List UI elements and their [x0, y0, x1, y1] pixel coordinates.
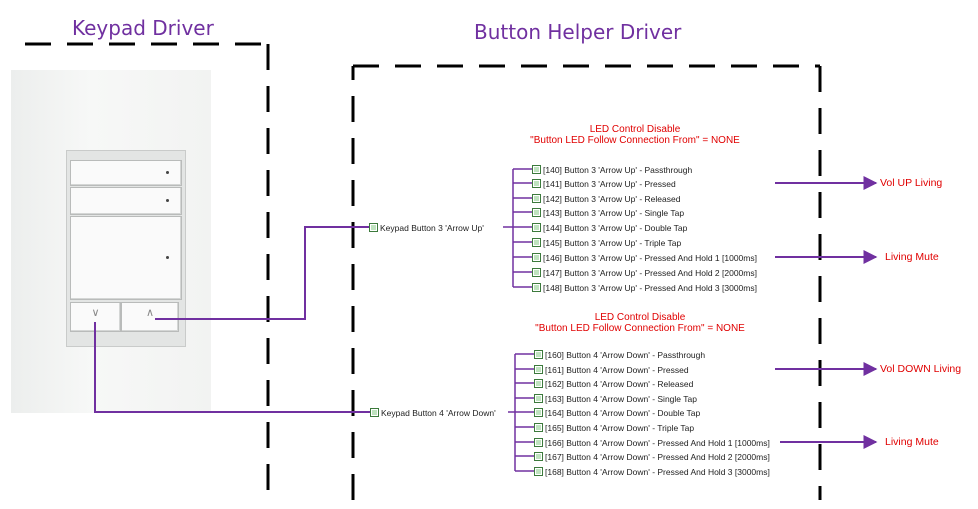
checkbox-icon: [532, 253, 541, 262]
checkbox-icon: [369, 223, 378, 232]
group1-item-141: [141] Button 3 'Arrow Up' - Pressed: [532, 178, 676, 189]
checkbox-icon: [532, 208, 541, 217]
target-vol-up-living: Vol UP Living: [880, 177, 942, 189]
led-note-group-1: LED Control Disable "Button LED Follow C…: [510, 124, 760, 146]
group2-item-168: [168] Button 4 'Arrow Down' - Pressed An…: [534, 466, 770, 477]
checkbox-icon: [532, 223, 541, 232]
led-note-line2: "Button LED Follow Connection From" = NO…: [510, 135, 760, 146]
group1-item-146: [146] Button 3 'Arrow Up' - Pressed And …: [532, 252, 757, 263]
target-living-mute-1: Living Mute: [885, 251, 939, 263]
checkbox-icon: [532, 238, 541, 247]
checkbox-icon: [532, 165, 541, 174]
led-note-line2: "Button LED Follow Connection From" = NO…: [515, 323, 765, 334]
checkbox-icon: [534, 423, 543, 432]
group2-item-166: [166] Button 4 'Arrow Down' - Pressed An…: [534, 437, 770, 448]
group1-item-148: [148] Button 3 'Arrow Up' - Pressed And …: [532, 282, 757, 293]
checkbox-icon: [532, 179, 541, 188]
checkbox-icon: [534, 365, 543, 374]
checkbox-icon: [534, 394, 543, 403]
led-note-line1: LED Control Disable: [510, 124, 760, 135]
target-vol-down-living: Vol DOWN Living: [880, 363, 961, 375]
group2-item-163: [163] Button 4 'Arrow Down' - Single Tap: [534, 393, 697, 404]
group1-item-143: [143] Button 3 'Arrow Up' - Single Tap: [532, 207, 684, 218]
group1-item-140: [140] Button 3 'Arrow Up' - Passthrough: [532, 164, 692, 175]
group1-item-142: [142] Button 3 'Arrow Up' - Released: [532, 193, 680, 204]
bracket-group-1: [503, 169, 532, 287]
keypad-node-arrow-down: Keypad Button 4 'Arrow Down': [370, 407, 496, 418]
group2-item-160: [160] Button 4 'Arrow Down' - Passthroug…: [534, 349, 705, 360]
keypad-driver-boundary: [25, 44, 268, 500]
led-note-line1: LED Control Disable: [515, 312, 765, 323]
checkbox-icon: [370, 408, 379, 417]
checkbox-icon: [532, 283, 541, 292]
target-living-mute-2: Living Mute: [885, 436, 939, 448]
keypad-node-arrow-up: Keypad Button 3 'Arrow Up': [369, 222, 484, 233]
connector-arrow-up: [155, 227, 369, 319]
checkbox-icon: [534, 438, 543, 447]
led-note-group-2: LED Control Disable "Button LED Follow C…: [515, 312, 765, 334]
group2-item-162: [162] Button 4 'Arrow Down' - Released: [534, 378, 693, 389]
checkbox-icon: [532, 268, 541, 277]
checkbox-icon: [534, 452, 543, 461]
checkbox-icon: [534, 379, 543, 388]
connector-arrow-down: [95, 322, 370, 412]
group2-item-161: [161] Button 4 'Arrow Down' - Pressed: [534, 364, 689, 375]
group1-item-145: [145] Button 3 'Arrow Up' - Triple Tap: [532, 237, 681, 248]
checkbox-icon: [534, 408, 543, 417]
checkbox-icon: [532, 194, 541, 203]
group1-item-147: [147] Button 3 'Arrow Up' - Pressed And …: [532, 267, 757, 278]
group1-item-144: [144] Button 3 'Arrow Up' - Double Tap: [532, 222, 687, 233]
group2-item-167: [167] Button 4 'Arrow Down' - Pressed An…: [534, 451, 770, 462]
group2-item-164: [164] Button 4 'Arrow Down' - Double Tap: [534, 407, 700, 418]
checkbox-icon: [534, 467, 543, 476]
bracket-group-2: [508, 354, 534, 471]
group2-item-165: [165] Button 4 'Arrow Down' - Triple Tap: [534, 422, 694, 433]
checkbox-icon: [534, 350, 543, 359]
